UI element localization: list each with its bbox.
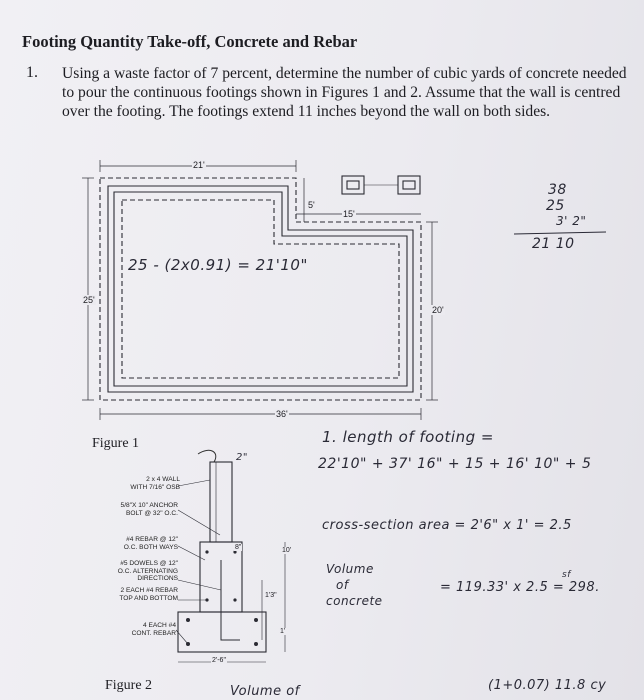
handwritten-volume-calc: = 119.33' x 2.5 = 298. [440,580,600,595]
dim-notch-5: 5' [307,200,316,210]
page-title: Footing Quantity Take-off, Concrete and … [22,32,358,51]
label-dowels: #5 DOWELS @ 12" O.C. ALTERNATING DIRECTI… [117,560,178,582]
handwritten-sum-25: 25 [546,198,565,214]
dim-right-top-15: 15' [342,209,356,219]
handwritten-step1-sum: 22'10" + 37' 16" + 15 + 16' 10" + 5 [318,456,592,472]
handwritten-sum-38: 38 [548,182,567,198]
handwritten-inside-calc: 25 - (2x0.91) = 21'10" [128,256,308,274]
handwritten-volume-label-1: Volume [326,562,374,576]
label-stud-wall: 2 x 4 WALL WITH 7/16" OSB [130,476,180,491]
dim-8in: 8" [234,544,243,551]
label-anchor-bolt: 5/8"X 10" ANCHOR BOLT @ 32" O.C. [120,502,178,517]
handwritten-volume-label-2: of [336,578,349,592]
handwritten-volume-unit: sf [562,570,571,580]
handwritten-sum-32: 3' 2" [556,214,587,228]
label-rebar-both-ways: #4 REBAR @ 12" O.C. BOTH WAYS [123,536,178,551]
dim-10ft: 10' [281,547,293,554]
handwritten-2in: 2" [236,452,248,463]
dim-left-25: 25' [82,295,96,305]
figure2-caption: Figure 2 [105,678,153,693]
dim-right-20: 20' [431,305,445,315]
dim-2ft6in: 2'-6" [211,657,227,664]
label-cont-rebar: 4 EACH #4 CONT. REBAR [131,622,176,637]
question-number: 1. [26,64,38,81]
question-text: Using a waste factor of 7 percent, deter… [62,65,627,120]
dim-top-21: 21' [192,160,206,170]
dim-1ft3in: 1'3" [264,592,278,599]
handwritten-volume-label-3: concrete [326,594,383,608]
handwritten-bottom-volume: Volume of [230,684,300,699]
figure1-caption: Figure 1 [92,436,140,451]
dim-1ft: 1' [279,628,287,635]
handwritten-sum-result: 21 10 [532,236,575,252]
dim-bottom-36: 36' [275,409,289,419]
handwritten-step1-title: 1. length of footing = [322,428,494,446]
handwritten-bottom-result: (1+0.07) 11.8 cy [488,678,607,693]
label-top-bottom-rebar: 2 EACH #4 REBAR TOP AND BOTTOM [119,587,178,602]
handwritten-cross-section: cross-section area = 2'6" x 1' = 2.5 [322,518,572,533]
